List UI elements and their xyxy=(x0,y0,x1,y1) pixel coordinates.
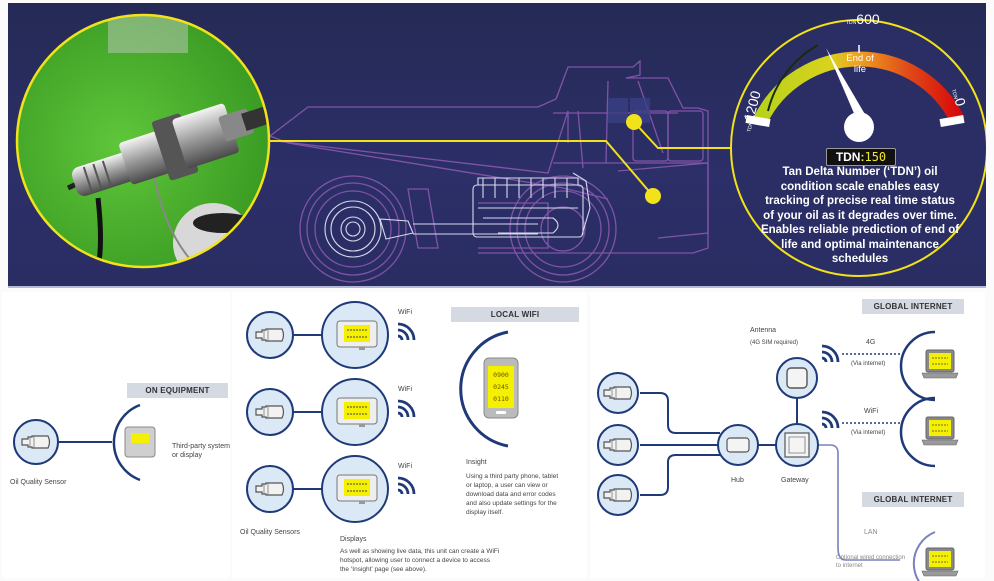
oil-sensor-label: Oil Quality Sensor xyxy=(10,479,67,486)
global-network-diagram xyxy=(640,392,900,561)
tdn-description: Tan Delta Number (‘TDN’) oil condition s… xyxy=(760,166,960,265)
gauge-label-600: TDN600 xyxy=(846,11,880,27)
displays-diagram xyxy=(246,301,416,523)
link-wifi-label: WiFi xyxy=(864,408,878,415)
gateway-node xyxy=(775,423,819,467)
header-global-internet-bottom: GLOBAL INTERNET xyxy=(862,492,964,507)
displays-label: Displays xyxy=(340,536,367,543)
wifi-signal-icon xyxy=(820,410,840,430)
tdn-readout-value: 150 xyxy=(864,150,887,164)
link-wifi-note: (Via internet) xyxy=(851,430,886,436)
displays-description: As well as showing live data, this unit … xyxy=(340,548,500,573)
tdn-readout: TDN:150 xyxy=(826,148,896,166)
tdn-readout-sep: : xyxy=(860,150,865,164)
header-local-wifi: LOCAL WIFI xyxy=(451,307,579,322)
link-4g-label: 4G xyxy=(866,339,876,346)
connector-lines xyxy=(269,121,753,197)
engine-outline xyxy=(324,172,591,258)
phone-reading: 0245 xyxy=(493,383,509,391)
hub-label: Hub xyxy=(731,477,744,484)
on-equipment-diagram xyxy=(13,403,156,482)
top-banner: TDN1200 TDN600 TDN0 End of life TDN:150 … xyxy=(8,3,986,288)
sensor-nodes xyxy=(597,372,639,516)
lan-label: LAN xyxy=(864,529,878,536)
phone-reading: 0110 xyxy=(493,395,509,403)
antenna-node xyxy=(776,357,818,399)
sensor-photo xyxy=(15,13,271,269)
insight-phone-diagram xyxy=(459,330,519,448)
third-party-label: Third-party system or display xyxy=(172,443,230,459)
phone-readings: 0900 0245 0110 xyxy=(488,369,514,405)
antenna-note: (4G SIM required) xyxy=(750,340,799,346)
oil-sensors-label: Oil Quality Sensors xyxy=(240,529,300,536)
link-4g-note: (Via internet) xyxy=(851,361,886,367)
cab-display-point xyxy=(626,114,642,130)
4g-signal-icon xyxy=(820,344,840,364)
end-of-life-label: End of life xyxy=(846,53,874,75)
insight-description: Using a third party phone, tablet or lap… xyxy=(466,473,559,516)
header-global-internet-top: GLOBAL INTERNET xyxy=(862,299,964,314)
remote-laptops xyxy=(899,330,959,581)
gauge-needle xyxy=(826,48,866,118)
wifi-label-2: WiFi xyxy=(398,386,412,393)
range-arc xyxy=(112,403,141,482)
connectivity-diagram: ON EQUIPMENT Oil Quality Sensor Third-pa… xyxy=(0,290,994,581)
header-on-equipment: ON EQUIPMENT xyxy=(127,383,228,398)
insight-label: Insight xyxy=(466,459,487,466)
gauge-hub xyxy=(844,112,874,142)
cab-window xyxy=(608,98,628,123)
wifi-label-1: WiFi xyxy=(398,309,412,316)
engine-sensor-point xyxy=(645,188,661,204)
gateway-label: Gateway xyxy=(781,477,809,484)
diagram-graphics xyxy=(13,301,959,581)
wifi-label-3: WiFi xyxy=(398,463,412,470)
antenna-label: Antenna xyxy=(750,327,777,334)
hub-node xyxy=(717,424,759,466)
lan-note: Optional wired connection to internet xyxy=(836,555,906,569)
tdn-readout-label: TDN xyxy=(835,150,861,164)
internet-links xyxy=(842,353,902,424)
dump-truck-outline xyxy=(269,59,709,283)
phone-reading: 0900 xyxy=(493,371,509,379)
